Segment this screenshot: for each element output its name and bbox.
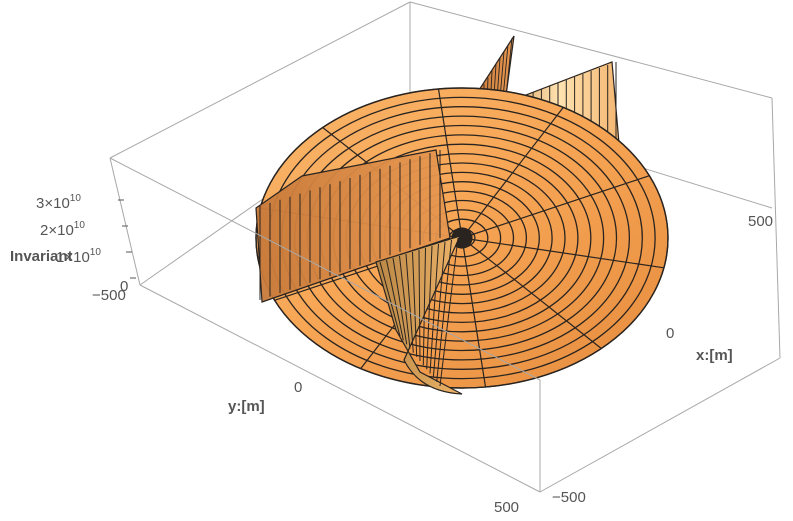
x-axis-label: x:[m] — [696, 347, 733, 364]
wall-left — [255, 149, 451, 303]
box-edge — [139, 284, 541, 493]
wall-front — [375, 235, 463, 395]
box-edge — [109, 157, 141, 286]
wall-front-rib — [386, 259, 404, 341]
z-tick-label: 2×1010 — [40, 220, 85, 239]
z-axis-label: Invariant — [10, 248, 73, 265]
box-edge — [409, 1, 773, 99]
disk-ring — [255, 87, 669, 389]
surface-disk — [255, 87, 669, 389]
disk-spoke — [461, 175, 650, 239]
disk-spoke — [461, 237, 487, 388]
y-tick-label: 500 — [494, 499, 519, 516]
surface-sheet-left — [255, 149, 451, 303]
z-tick-label: 0 — [120, 278, 128, 295]
wall-front-mesh — [379, 237, 459, 387]
disk-spoke — [461, 107, 564, 239]
z-tick-label: 1×1010 — [56, 247, 101, 266]
bounding-box-front — [109, 97, 781, 493]
surface-sheet-front — [375, 235, 463, 395]
wall-front-rib — [392, 257, 408, 345]
z-axis — [118, 199, 136, 279]
wall-front-rib — [429, 243, 439, 374]
wall-left-mesh — [259, 150, 441, 300]
box-edge — [771, 97, 781, 359]
wall-front-rib — [412, 251, 418, 357]
disk-spoke — [461, 237, 664, 269]
wall-front-rib — [439, 237, 459, 387]
wall-front-rib — [399, 255, 411, 349]
wall-front-rib — [418, 249, 421, 362]
wall-front-rib — [432, 241, 446, 378]
disk-spoke — [461, 237, 602, 349]
z-tick-label: 3×1010 — [36, 193, 81, 212]
box-edge — [539, 357, 781, 493]
disk-spoke — [437, 88, 463, 239]
x-tick-label: −500 — [552, 489, 586, 506]
x-tick-label: 0 — [666, 325, 674, 342]
x-tick-label: 500 — [748, 213, 773, 230]
y-axis-label: y:[m] — [228, 398, 265, 415]
wall-front-rib — [426, 245, 433, 370]
wall-front-rib — [405, 253, 414, 353]
wall-front-rib — [422, 247, 426, 366]
box-edge — [109, 157, 541, 381]
y-tick-label: −500 — [92, 287, 126, 304]
wall-front-rib — [436, 239, 452, 382]
wall-front-rib — [379, 261, 401, 337]
y-tick-label: 0 — [294, 379, 302, 396]
box-edge — [109, 1, 411, 159]
